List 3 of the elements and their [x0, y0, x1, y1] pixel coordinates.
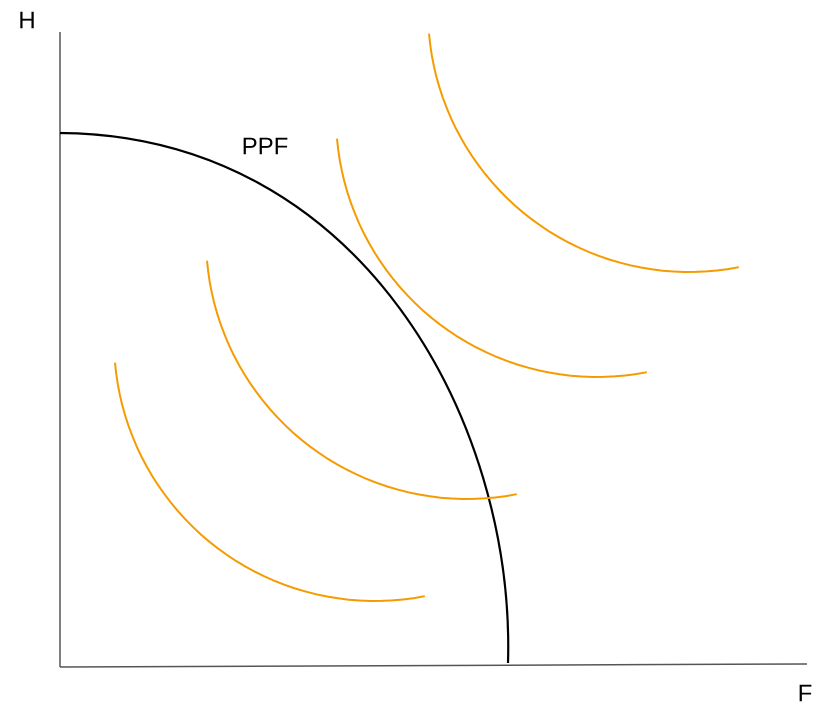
axis-label: H: [20, 12, 34, 28]
curve-label: PPF: [244, 138, 288, 154]
axis-label: F: [800, 684, 812, 702]
